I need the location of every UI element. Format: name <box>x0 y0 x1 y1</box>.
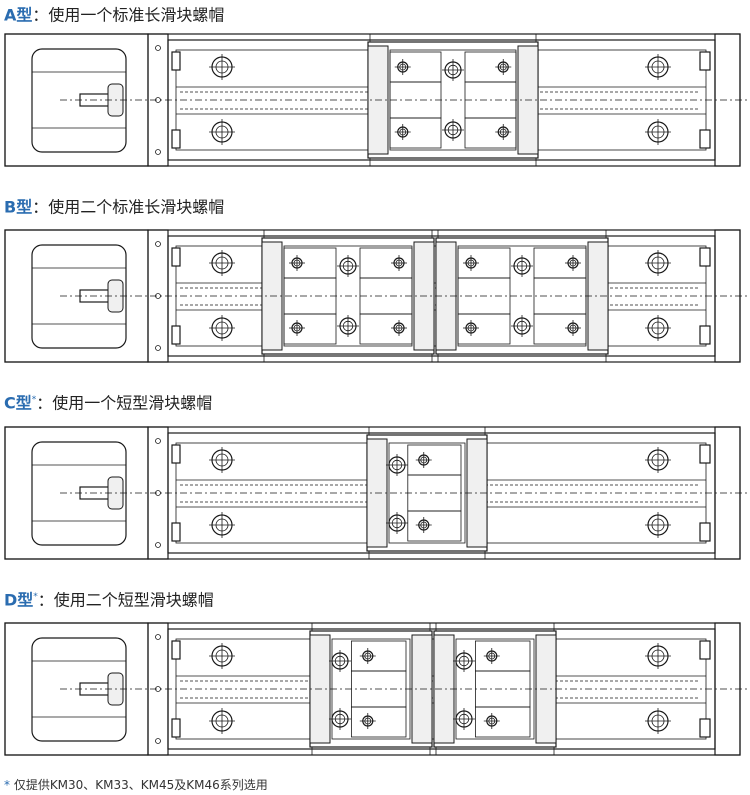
bolt-hole-icon <box>386 512 408 534</box>
bolt-hole-icon <box>442 59 464 81</box>
section-d-title: D型*：使用二个短型滑块螺帽 <box>4 587 214 610</box>
bolt-hole-icon <box>209 643 235 669</box>
bolt-hole-icon <box>209 250 235 276</box>
bolt-hole-icon <box>415 517 432 533</box>
bolt-hole-icon <box>495 59 512 75</box>
bolt-hole-icon <box>463 255 479 271</box>
bolt-hole-icon <box>645 708 671 734</box>
bolt-hole-icon <box>463 320 479 336</box>
bolt-hole-icon <box>511 315 533 337</box>
type-d-desc: ：使用二个短型滑块螺帽 <box>37 590 214 610</box>
motor-cover <box>31 441 127 546</box>
footnote-star: * <box>4 778 10 792</box>
bolt-hole-icon <box>209 447 235 473</box>
type-b-desc: ：使用二个标准长滑块螺帽 <box>32 197 225 217</box>
type-c-star: * <box>31 395 37 405</box>
section-b-title: B型：使用二个标准长滑块螺帽 <box>4 194 224 217</box>
bolt-hole-icon <box>645 512 671 538</box>
module-drawing-c <box>4 426 748 560</box>
bolt-hole-icon <box>565 320 581 336</box>
bolt-hole-icon <box>483 713 500 729</box>
bolt-hole-icon <box>511 255 533 277</box>
type-c-desc: ：使用一个短型滑块螺帽 <box>36 393 213 413</box>
bolt-hole-icon <box>329 650 351 672</box>
bolt-hole-icon <box>337 315 359 337</box>
bolt-hole-icon <box>645 447 671 473</box>
bolt-hole-icon <box>289 320 305 336</box>
bolt-hole-icon <box>394 59 411 75</box>
bolt-hole-icon <box>289 255 305 271</box>
bolt-hole-icon <box>645 250 671 276</box>
footnote: * 仅提供KM30、KM33、KM45及KM46系列选用 <box>4 776 268 793</box>
bolt-hole-icon <box>442 119 464 141</box>
bolt-hole-icon <box>209 512 235 538</box>
bolt-hole-icon <box>386 454 408 476</box>
module-drawing-d <box>4 622 748 756</box>
bolt-hole-icon <box>359 713 376 729</box>
bolt-hole-icon <box>209 708 235 734</box>
bolt-hole-icon <box>483 648 500 664</box>
bolt-hole-icon <box>337 255 359 277</box>
bolt-hole-icon <box>209 119 235 145</box>
bolt-hole-icon <box>391 255 407 271</box>
footnote-text: 仅提供KM30、KM33、KM45及KM46系列选用 <box>10 778 268 792</box>
type-c-label: C型 <box>4 393 32 413</box>
type-d-label: D型 <box>4 590 34 610</box>
motor-cover <box>31 637 127 742</box>
section-a-title: A型：使用一个标准长滑块螺帽 <box>4 2 224 25</box>
bolt-hole-icon <box>645 315 671 341</box>
bolt-hole-icon <box>565 255 581 271</box>
bolt-hole-icon <box>645 54 671 80</box>
bolt-hole-icon <box>391 320 407 336</box>
bolt-hole-icon <box>209 54 235 80</box>
bolt-hole-icon <box>329 708 351 730</box>
module-drawing-b <box>4 229 748 363</box>
bolt-hole-icon <box>645 119 671 145</box>
type-b-label: B型 <box>4 197 33 217</box>
type-d-star: * <box>33 592 38 602</box>
bolt-hole-icon <box>495 124 512 140</box>
type-a-label: A型 <box>4 5 33 25</box>
type-a-desc: ：使用一个标准长滑块螺帽 <box>32 5 225 25</box>
section-c-title: C型*：使用一个短型滑块螺帽 <box>4 390 212 413</box>
motor-cover <box>31 48 127 153</box>
bolt-hole-icon <box>359 648 376 664</box>
module-drawing-a <box>4 33 748 167</box>
bolt-hole-icon <box>453 650 475 672</box>
bolt-hole-icon <box>453 708 475 730</box>
motor-cover <box>31 244 127 349</box>
bolt-hole-icon <box>645 643 671 669</box>
bolt-hole-icon <box>209 315 235 341</box>
bolt-hole-icon <box>394 124 411 140</box>
bolt-hole-icon <box>415 452 432 468</box>
